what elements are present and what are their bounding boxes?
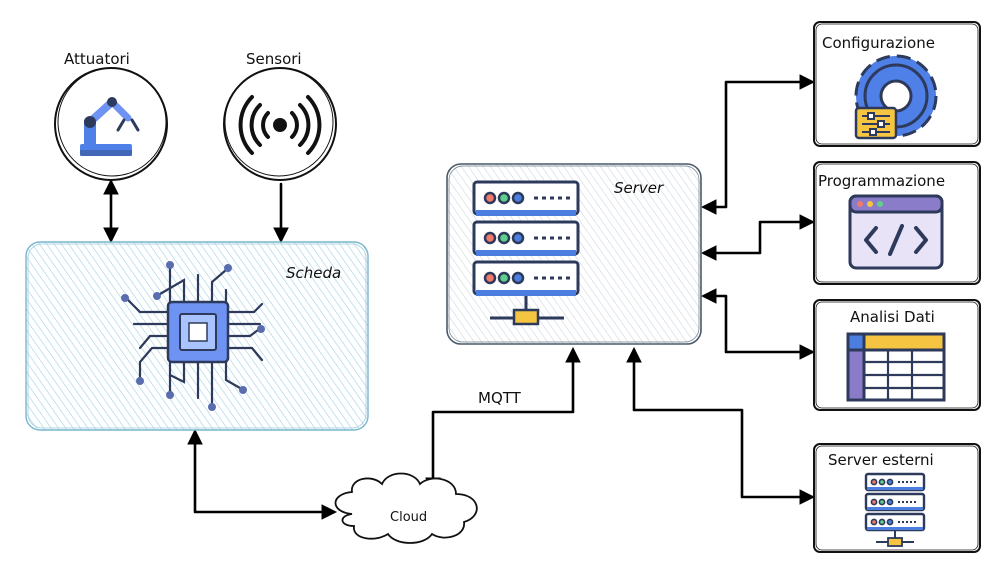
server-rack-icon: [472, 180, 580, 326]
sensor-signal-icon: [238, 95, 322, 155]
mqtt-label: MQTT: [478, 389, 522, 407]
scheda-label: Scheda: [286, 264, 341, 282]
node-cloud: Cloud: [334, 472, 478, 544]
data-table-icon: [846, 332, 946, 402]
edge-server-configurazione: [700, 74, 816, 215]
cloud-label: Cloud: [390, 510, 427, 525]
edge-server-programmazione: [700, 214, 816, 261]
node-sensori: Sensori: [223, 50, 337, 181]
configurazione-label: Configurazione: [822, 34, 935, 52]
edge-server-analisi: [700, 288, 816, 360]
gear-settings-icon: [854, 54, 938, 140]
server-label: Server: [614, 179, 664, 197]
edges: MQTT: [103, 74, 816, 520]
robot-arm-icon: [80, 97, 140, 156]
cloud-icon: [334, 472, 478, 544]
node-configurazione: Configurazione: [813, 21, 981, 147]
node-attuatori: Attuatori: [54, 50, 168, 181]
node-scheda: Scheda: [25, 241, 369, 431]
code-window-icon: [848, 194, 944, 270]
external-server-rack-icon: [864, 472, 926, 547]
analisi-label: Analisi Dati: [850, 308, 935, 326]
node-analisi: Analisi Dati: [813, 299, 981, 411]
esterni-label: Server esterni: [828, 451, 934, 469]
edge-scheda-cloud: [187, 428, 338, 520]
programmazione-label: Programmazione: [818, 172, 945, 190]
node-programmazione: Programmazione: [813, 161, 981, 285]
sensori-label: Sensori: [246, 50, 302, 68]
edge-server-esterni: [626, 346, 816, 505]
edge-cloud-server-mqtt: [425, 346, 581, 494]
node-server: Server: [446, 163, 702, 345]
attuatori-label: Attuatori: [64, 50, 130, 68]
node-esterni: Server esterni: [813, 443, 981, 553]
microchip-icon: [121, 261, 265, 411]
